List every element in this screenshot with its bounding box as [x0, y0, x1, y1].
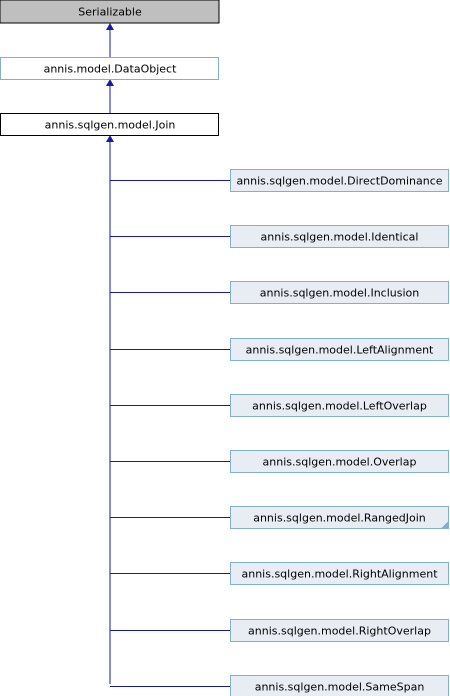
node-overlap[interactable]: annis.sqlgen.model.Overlap	[230, 450, 449, 473]
node-inclusion-label: annis.sqlgen.model.Inclusion	[260, 287, 420, 300]
node-join[interactable]: annis.sqlgen.model.Join	[0, 113, 219, 136]
arrowhead-join	[106, 135, 114, 142]
node-right-alignment-label: annis.sqlgen.model.RightAlignment	[241, 568, 438, 581]
node-left-alignment[interactable]: annis.sqlgen.model.LeftAlignment	[230, 338, 449, 361]
node-data-object-label: annis.model.DataObject	[44, 63, 177, 76]
node-inclusion[interactable]: annis.sqlgen.model.Inclusion	[230, 281, 449, 304]
arrowhead-dataobject	[106, 79, 114, 86]
node-identical-label: annis.sqlgen.model.Identical	[261, 231, 419, 244]
edges	[106, 23, 230, 687]
node-ranged-join[interactable]: annis.sqlgen.model.RangedJoin	[230, 506, 449, 529]
arrowhead-serializable	[106, 23, 114, 30]
node-serializable-label: Serializable	[78, 6, 142, 19]
node-join-label: annis.sqlgen.model.Join	[45, 119, 176, 132]
node-left-overlap[interactable]: annis.sqlgen.model.LeftOverlap	[230, 394, 449, 417]
subclass-nodes: annis.sqlgen.model.DirectDominance annis.…	[230, 169, 449, 696]
node-overlap-label: annis.sqlgen.model.Overlap	[263, 456, 417, 469]
node-right-overlap[interactable]: annis.sqlgen.model.RightOverlap	[230, 619, 449, 642]
node-serializable[interactable]: Serializable	[0, 0, 220, 24]
node-ranged-join-label: annis.sqlgen.model.RangedJoin	[253, 512, 426, 525]
node-left-overlap-label: annis.sqlgen.model.LeftOverlap	[252, 400, 427, 413]
node-same-span-label: annis.sqlgen.model.SameSpan	[255, 681, 425, 694]
collapsed-marker-icon	[441, 521, 448, 529]
node-right-overlap-label: annis.sqlgen.model.RightOverlap	[248, 625, 431, 638]
node-right-alignment[interactable]: annis.sqlgen.model.RightAlignment	[230, 562, 449, 585]
node-identical[interactable]: annis.sqlgen.model.Identical	[230, 225, 449, 248]
node-same-span[interactable]: annis.sqlgen.model.SameSpan	[230, 675, 449, 696]
node-left-alignment-label: annis.sqlgen.model.LeftAlignment	[246, 344, 434, 357]
node-direct-dominance-label: annis.sqlgen.model.DirectDominance	[236, 175, 442, 188]
node-direct-dominance[interactable]: annis.sqlgen.model.DirectDominance	[230, 169, 449, 192]
node-data-object[interactable]: annis.model.DataObject	[0, 57, 219, 80]
